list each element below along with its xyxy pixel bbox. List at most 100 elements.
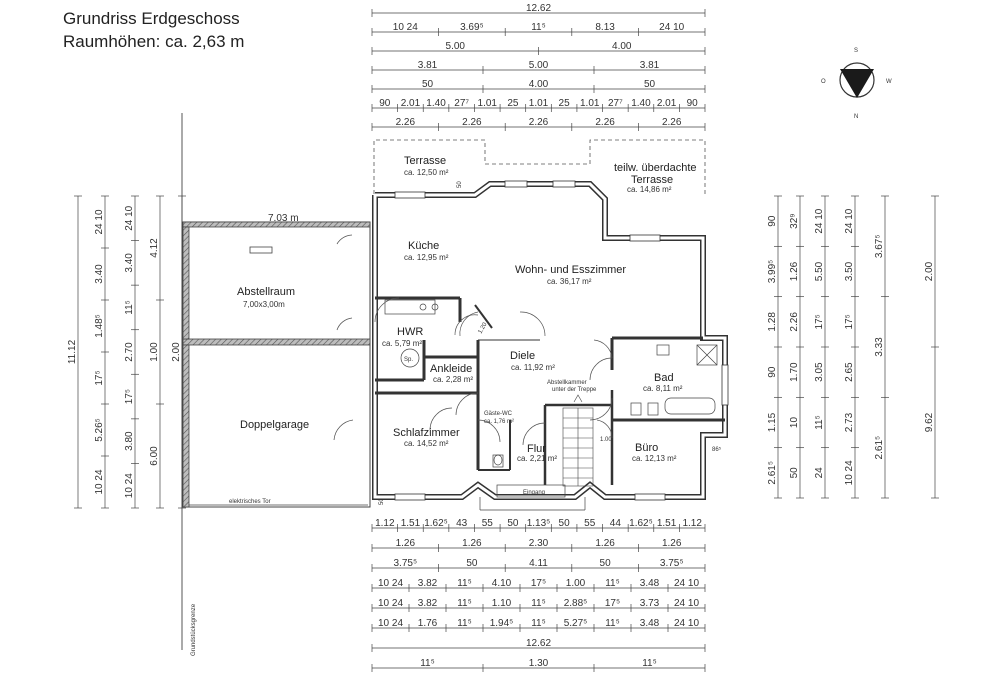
dims-right-value: 10 (789, 417, 800, 429)
dims-top-value: 1.01 (478, 98, 498, 109)
dims-top-value: 1.01 (529, 98, 549, 109)
dims-right-value: 24 10 (844, 208, 855, 233)
dims-top-value: 1.40 (426, 98, 446, 109)
dims-bottom-value: 10 24 (378, 578, 403, 589)
dims-bottom-value: 2.30 (529, 538, 549, 549)
label-d50: 50 (457, 181, 463, 188)
house-walls (372, 181, 728, 500)
area-bad: ca. 8,11 m² (643, 384, 683, 393)
dims-bottom-value: 17⁵ (605, 598, 620, 609)
label-abstellkammer-2: unter der Treppe (552, 387, 597, 393)
dims-left-value: 24 10 (124, 205, 135, 230)
dims-left-value: 5.26⁵ (94, 418, 105, 442)
room-hwr: HWR (397, 326, 423, 338)
dims-left-value: 17⁵ (94, 370, 105, 385)
label-d120: 1.20 (478, 321, 489, 335)
area-buero: ca. 12,13 m² (632, 454, 677, 463)
dims-right-value: 1.26 (789, 261, 800, 281)
dims-bottom-value: 3.48 (640, 578, 660, 589)
dims-right-value: 1.70 (789, 362, 800, 382)
dims-top-value: 50 (422, 79, 434, 90)
dims-bottom-value: 55 (482, 518, 494, 529)
room-terrasse2-line1: teilw. überdachte (614, 162, 697, 174)
dims-bottom-value: 4.10 (492, 578, 512, 589)
room-wohnen: Wohn- und Esszimmer (515, 264, 626, 276)
compass-n: N (854, 114, 858, 120)
dims-right-value: 2.61⁵ (767, 461, 778, 485)
dims-bottom-value: 43 (456, 518, 468, 529)
dims-bottom-value: 1.76 (418, 618, 438, 629)
dims-bottom-value: 11⁵ (420, 658, 435, 669)
house-walls-inner (373, 182, 727, 499)
dims-bottom-value: 1.26 (595, 538, 615, 549)
dims-right-value: 3.99⁵ (767, 260, 778, 284)
label-eingang: Eingang (523, 490, 545, 496)
dims-left-value: 17⁵ (124, 389, 135, 404)
dims-top-value: 2.01 (401, 98, 421, 109)
dims-top-value: 12.62 (526, 3, 551, 14)
label-tor: elektrisches Tor (229, 499, 271, 505)
label-garage-width: 7.03 m (268, 213, 299, 224)
dims-bottom-value: 11⁵ (457, 578, 472, 589)
dims-top-value: 11⁵ (531, 22, 546, 33)
dims-right-value: 24 10 (814, 208, 825, 233)
dims-left-value: 11⁵ (124, 300, 135, 315)
dims-top-value: 90 (379, 98, 391, 109)
room-bad: Bad (654, 372, 674, 384)
garage-structure (182, 221, 371, 508)
door-swings (374, 297, 613, 446)
dims-bottom-value: 11⁵ (531, 598, 546, 609)
dims-bottom-value: 50 (507, 518, 519, 529)
compass-w: W (886, 79, 892, 85)
area-wohnen: ca. 36,17 m² (547, 277, 592, 286)
room-terrasse2-line2: Terrasse (631, 174, 673, 186)
label-d50b: 50 (379, 498, 385, 505)
dims-bottom-value: 3.75⁵ (393, 558, 417, 569)
dims-left-value: 10 24 (94, 469, 105, 494)
dims-bottom-value: 3.75⁵ (660, 558, 684, 569)
dims-right-value: 17⁵ (814, 314, 825, 329)
room-ankleide: Ankleide (430, 363, 472, 375)
dims-top-value: 2.26 (396, 117, 416, 128)
area-abstellraum: 7,00x3,00m (243, 300, 285, 309)
area-diele: ca. 11,92 m² (511, 363, 555, 372)
dimension-chains-right: 903.99⁵1.28901.152.61⁵32⁹1.262.261.70105… (767, 195, 939, 499)
dims-top-value: 3.81 (640, 60, 660, 71)
dims-left-value: 3.40 (124, 253, 135, 273)
label-abstellkammer-1: Abstellkammer (547, 380, 587, 386)
dims-left-value: 3.40 (94, 264, 105, 284)
fixtures (384, 299, 718, 468)
dims-left-value: 10 24 (124, 473, 135, 498)
dims-top-value: 2.26 (529, 117, 549, 128)
dims-right-value: 3.33 (874, 337, 885, 357)
dims-bottom-value: 4.11 (529, 558, 548, 569)
dims-top-value: 1.01 (580, 98, 600, 109)
dims-bottom-value: 1.00 (566, 578, 586, 589)
dims-bottom-value: 10 24 (378, 598, 403, 609)
dims-top-value: 8.13 (595, 22, 615, 33)
dims-bottom-value: 17⁵ (531, 578, 546, 589)
dims-top-value: 24 10 (659, 22, 684, 33)
dims-top-value: 4.00 (529, 79, 549, 90)
dims-top-value: 3.69⁵ (460, 22, 484, 33)
dims-bottom-value: 10 24 (378, 618, 403, 629)
dims-bottom-value: 55 (584, 518, 596, 529)
dims-bottom-value: 1.26 (462, 538, 482, 549)
dims-right-value: 3.05 (814, 362, 825, 382)
area-gaeste: ca. 1,76 m² (484, 419, 514, 425)
compass-arrow (840, 69, 874, 98)
dims-top-value: 2.26 (662, 117, 682, 128)
dims-bottom-value: 1.26 (396, 538, 416, 549)
dims-right-value: 90 (767, 366, 778, 378)
dims-bottom-value: 24 10 (674, 618, 699, 629)
dims-bottom-value: 12.62 (526, 638, 551, 649)
dims-right-value: 5.50 (814, 261, 825, 281)
dims-bottom-value: 11⁵ (457, 618, 472, 629)
dims-bottom-value: 1.94⁵ (490, 618, 514, 629)
dims-right-value: 9.62 (924, 412, 935, 432)
dims-right-value: 90 (767, 215, 778, 227)
windows (394, 180, 729, 501)
